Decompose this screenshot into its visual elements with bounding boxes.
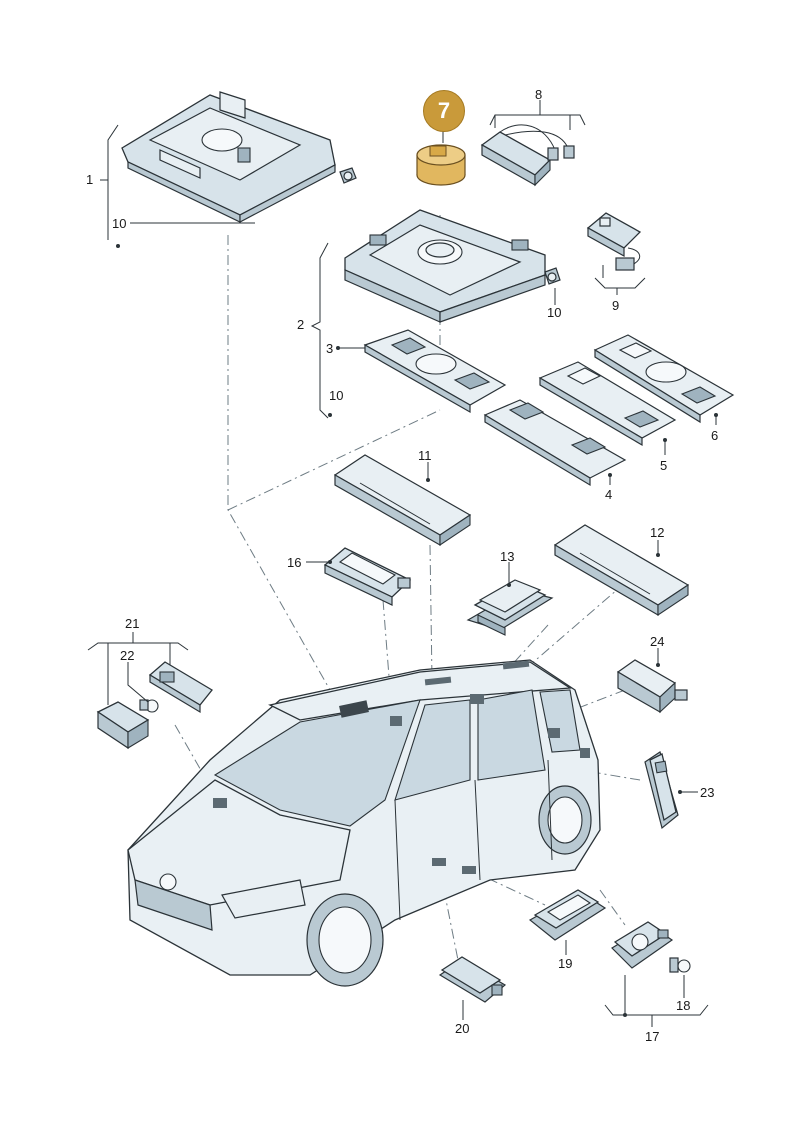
car-illustration — [127, 659, 601, 987]
part-license-lamp-17[interactable] — [611, 921, 674, 969]
callout-18: 18 — [676, 998, 691, 1013]
leader-lines — [87, 100, 718, 1027]
screw-10-top[interactable] — [339, 167, 357, 184]
part-round-lamp-7[interactable] — [416, 144, 466, 186]
callout-23: 23 — [700, 785, 715, 800]
part-roof-console-1[interactable] — [121, 91, 336, 223]
highlight-badge-7[interactable]: 7 — [423, 90, 465, 132]
part-console-housing-2[interactable] — [344, 209, 546, 323]
callout-21: 21 — [125, 616, 140, 631]
callout-16: 16 — [287, 555, 302, 570]
part-module-8[interactable] — [480, 124, 575, 187]
part-cover-4[interactable] — [483, 399, 627, 487]
callout-13: 13 — [500, 549, 515, 564]
part-switch-9[interactable] — [586, 212, 642, 271]
part-lamp-strip-12[interactable] — [553, 524, 690, 617]
part-glovebox-housing-21[interactable] — [148, 661, 213, 714]
callout-19: 19 — [558, 956, 573, 971]
callout-17: 17 — [645, 1029, 660, 1044]
part-lamp-13[interactable] — [466, 579, 554, 636]
part-relay-box[interactable] — [96, 701, 150, 750]
part-bulb-18[interactable] — [669, 957, 691, 973]
callout-10-top: 10 — [112, 216, 127, 231]
callout-10-mid: 10 — [547, 305, 562, 320]
callout-24: 24 — [650, 634, 665, 649]
screw-10-mid[interactable] — [544, 267, 561, 285]
callout-8: 8 — [535, 87, 543, 102]
part-trunk-light-20[interactable] — [438, 956, 507, 1003]
callout-10-bot: 10 — [329, 388, 344, 403]
callout-5: 5 — [660, 458, 668, 473]
callout-22: 22 — [120, 648, 135, 663]
callout-12: 12 — [650, 525, 665, 540]
callout-9: 9 — [612, 298, 620, 313]
callout-6: 6 — [711, 428, 719, 443]
part-cover-3[interactable] — [363, 329, 507, 414]
part-reading-light-16[interactable] — [323, 547, 412, 606]
callout-3: 3 — [326, 341, 334, 356]
part-footwell-light-24[interactable] — [616, 659, 688, 714]
callout-1: 1 — [86, 172, 94, 187]
part-door-light-23[interactable] — [644, 751, 679, 830]
part-cover-6[interactable] — [593, 334, 735, 424]
callout-4: 4 — [605, 487, 613, 502]
callout-20: 20 — [455, 1021, 470, 1036]
part-lamp-strip-11[interactable] — [333, 454, 472, 547]
callout-11: 11 — [418, 448, 432, 463]
part-bulb-22[interactable] — [139, 699, 159, 713]
callout-2: 2 — [297, 317, 305, 332]
part-cover-5[interactable] — [538, 361, 677, 447]
part-courtesy-light-19[interactable] — [528, 889, 607, 941]
